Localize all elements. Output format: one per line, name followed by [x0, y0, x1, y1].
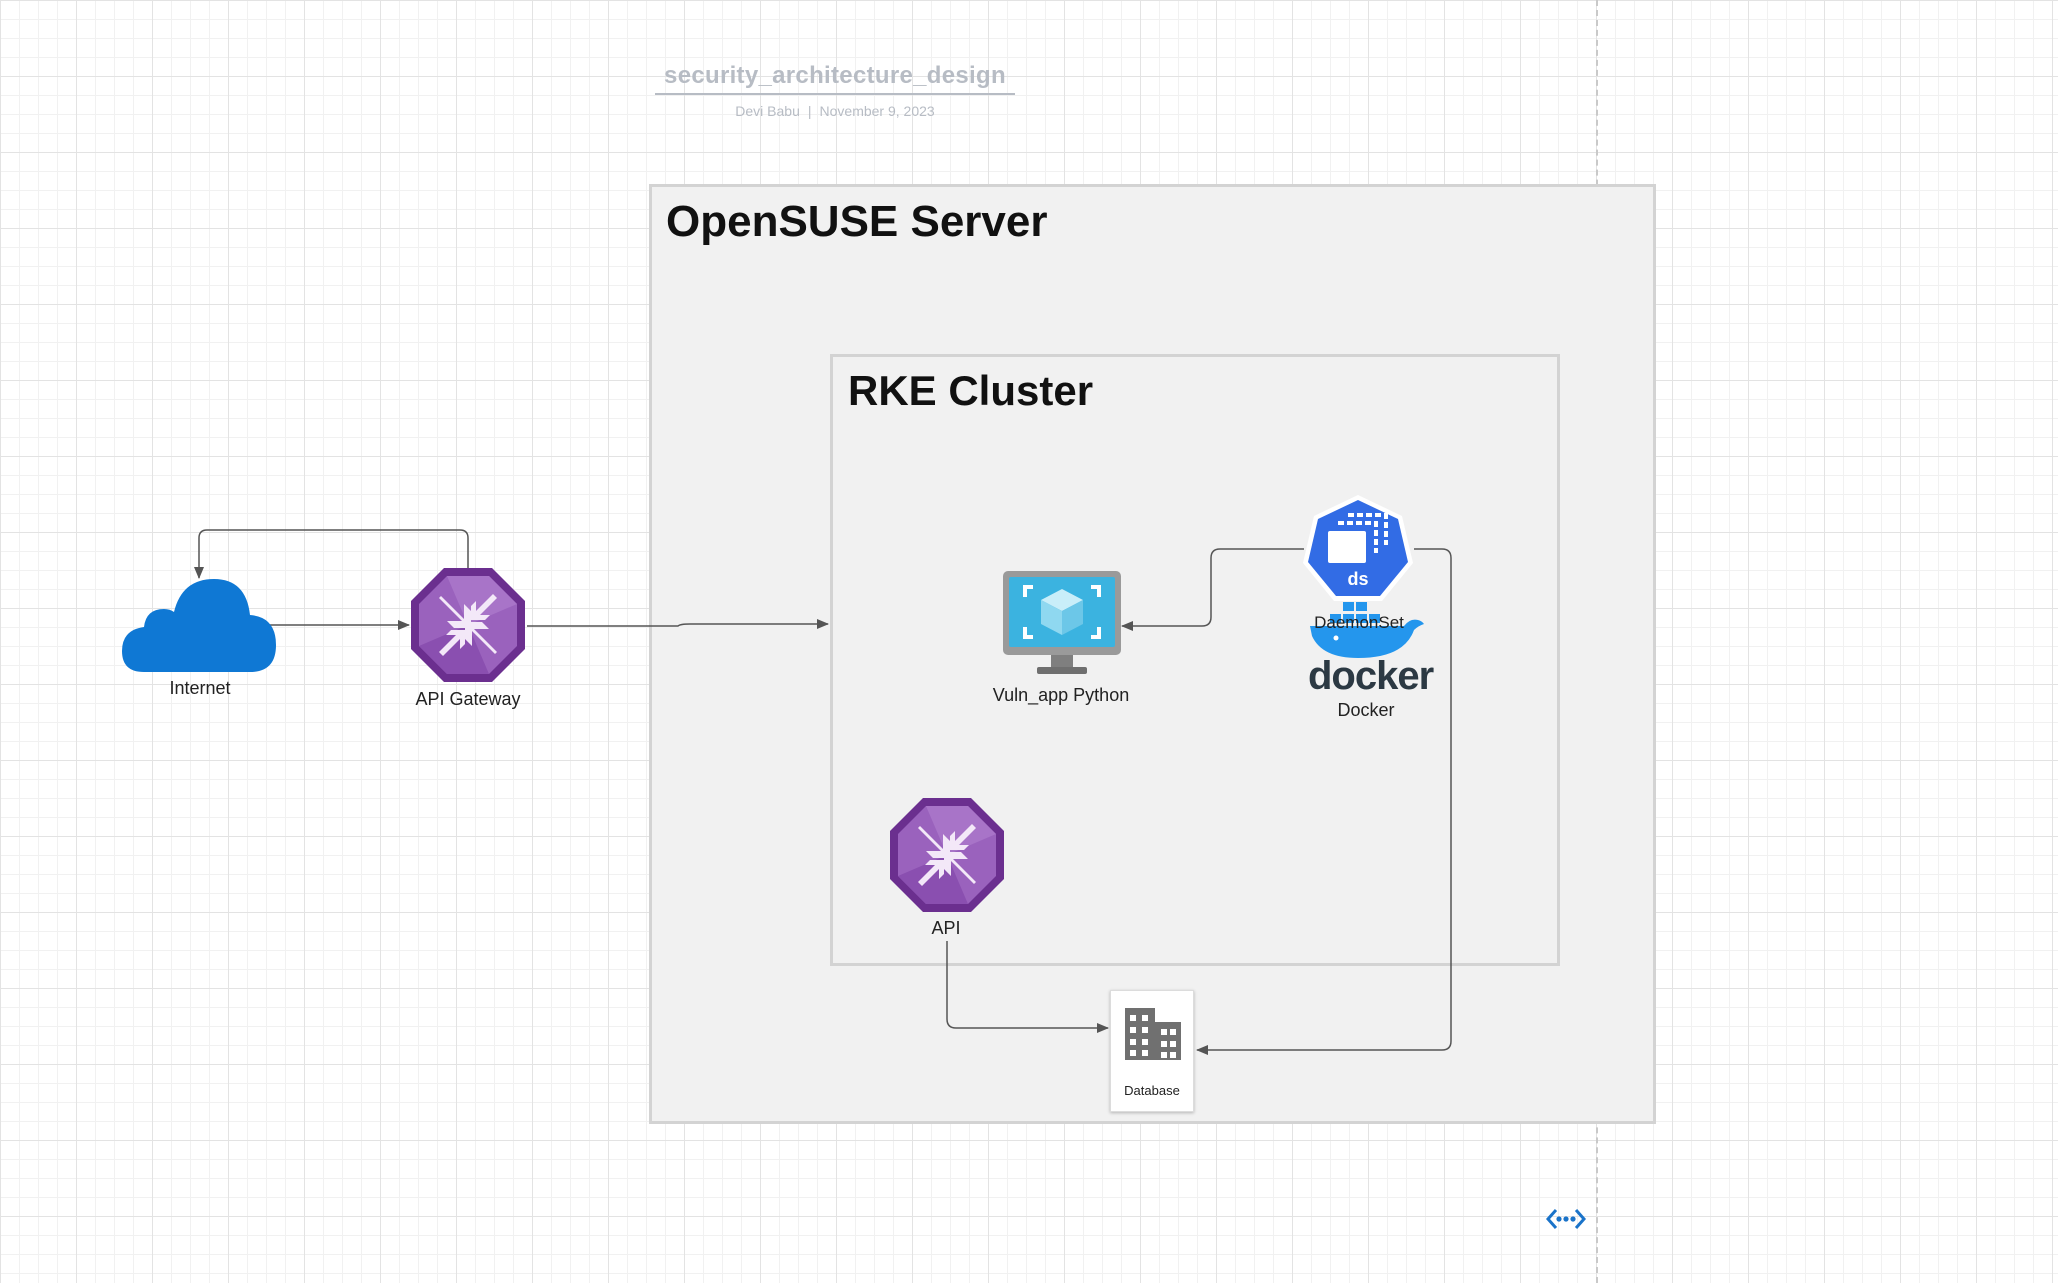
network-link-button[interactable] [1545, 1207, 1587, 1231]
document-date: November 9, 2023 [819, 103, 935, 119]
docker-node[interactable] [1306, 600, 1426, 660]
connector-daemonset-to-database[interactable] [1196, 548, 1452, 1055]
internet-label: Internet [169, 678, 231, 698]
connector-api-to-database[interactable] [946, 941, 1109, 1033]
meta-separator: | [807, 103, 812, 119]
api-gateway-icon [890, 798, 1004, 912]
api-node[interactable] [888, 796, 1006, 914]
cluster-container-title[interactable]: RKE Cluster [848, 367, 1094, 414]
docker-wordmark: docker [1308, 654, 1434, 698]
virtual-machine-icon [1003, 571, 1121, 674]
kubernetes-daemonset-icon: ds [1303, 495, 1413, 601]
docker-whale-icon [1310, 602, 1424, 658]
api-label: API [931, 918, 961, 938]
api-gateway-node[interactable] [409, 566, 527, 684]
building-icon [1125, 1008, 1181, 1060]
document-meta: Devi Babu | November 9, 2023 [655, 103, 1015, 119]
database-node[interactable]: Database [1110, 990, 1194, 1112]
daemonset-node[interactable]: ds [1302, 493, 1414, 605]
vuln-app-node[interactable] [1003, 571, 1121, 677]
connector-gateway-to-internet[interactable] [194, 529, 469, 579]
connector-daemonset-to-vulnapp[interactable] [1121, 548, 1304, 631]
vuln-app-label: Vuln_app Python [992, 685, 1130, 705]
api-gateway-icon [411, 568, 525, 682]
daemonset-label: DaemonSet [1314, 613, 1404, 632]
database-label: Database [1124, 1083, 1180, 1098]
document-title[interactable]: security_architecture_design [655, 62, 1015, 95]
cloud-icon [122, 579, 276, 672]
daemonset-badge: ds [1347, 569, 1368, 589]
document-author: Devi Babu [735, 103, 800, 119]
internet-node[interactable] [122, 575, 278, 675]
server-container-title[interactable]: OpenSUSE Server [666, 197, 1048, 246]
connector-gateway-to-cluster[interactable] [527, 619, 829, 629]
network-link-icon [1545, 1209, 1587, 1229]
docker-label: Docker [1337, 700, 1395, 720]
api-gateway-label: API Gateway [415, 689, 521, 709]
